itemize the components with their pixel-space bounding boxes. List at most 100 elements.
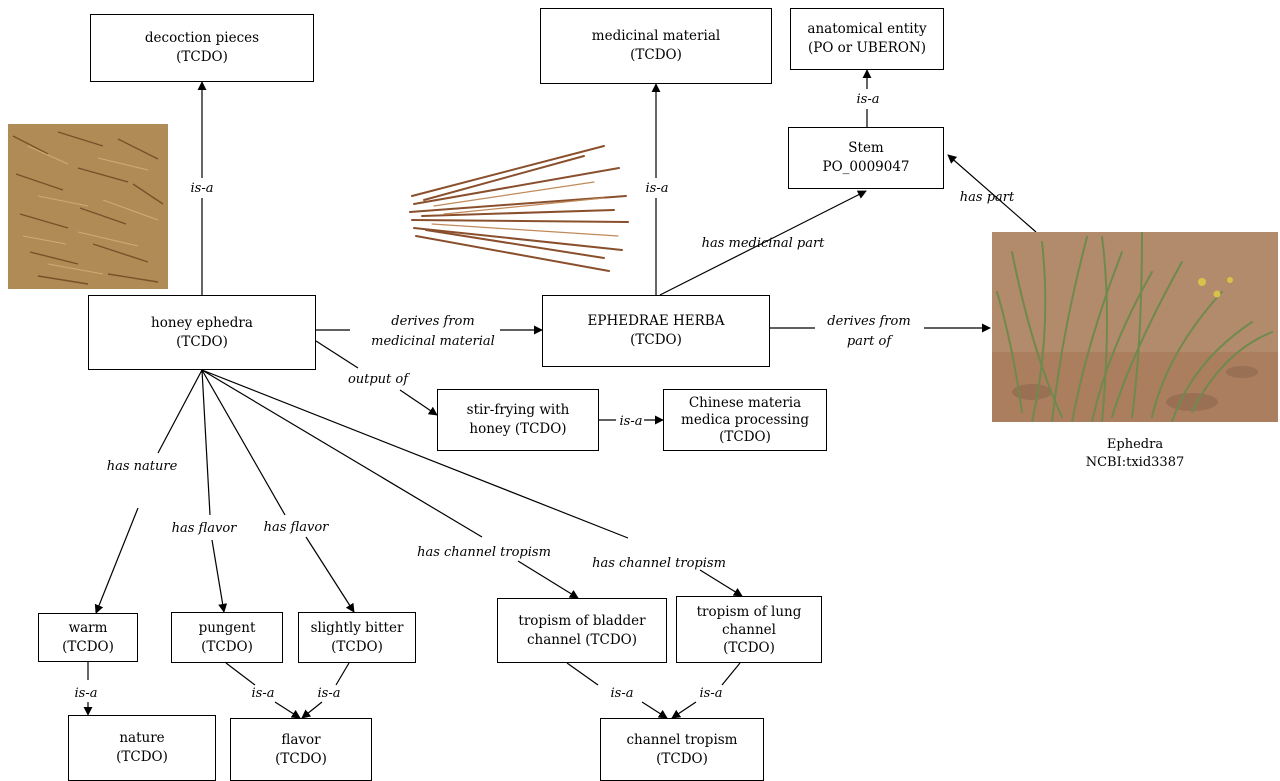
edge-pungent-is-a-flavor-a	[225, 662, 256, 686]
label-has-medicinal-part: has medicinal part	[702, 236, 826, 251]
node-pungent-source: (TCDO)	[201, 638, 253, 655]
edge-has-nature-warm-b	[94, 507, 139, 614]
node-stir-frying-line2: honey (TCDO)	[469, 421, 567, 437]
ephedrae-herba-photo	[404, 126, 634, 291]
node-pungent-title: pungent	[198, 619, 256, 636]
label-has-channel-tropism-2: has channel tropism	[592, 556, 726, 571]
edge-has-flavor-pungent-a	[201, 369, 211, 516]
node-stem-title: Stem	[848, 140, 884, 156]
node-channel-tropism-source: (TCDO)	[656, 750, 708, 767]
edge-pungent-is-a-flavor-b	[274, 701, 301, 719]
ephedra-caption: Ephedra NCBI:txid3387	[1065, 436, 1205, 472]
ephedra-caption-name: Ephedra	[1106, 437, 1164, 452]
node-anatomical-entity-source: (PO or UBERON)	[807, 40, 927, 56]
node-stir-frying-with-honey: stir-frying with honey (TCDO)	[437, 389, 599, 451]
node-medicinal-material: medicinal material (TCDO)	[540, 8, 772, 84]
label-is-a-anatomical: is-a	[857, 92, 880, 107]
ephedra-plant-photo	[992, 232, 1278, 422]
edge-has-channel-tropism-bladder-a	[201, 369, 483, 538]
edge-ephedra-has-part-stem	[947, 154, 1037, 233]
node-anatomical-entity: anatomical entity (PO or UBERON)	[790, 8, 944, 70]
label-is-a-medicinal: is-a	[646, 181, 669, 196]
node-decoction-pieces-title: decoction pieces	[144, 30, 260, 46]
edge-lung-is-a-channel-tropism-a	[721, 662, 741, 686]
edge-herba-has-medicinal-part-stem	[659, 190, 867, 296]
node-warm: warm (TCDO)	[38, 613, 138, 662]
edge-has-nature-warm-a	[157, 369, 203, 454]
node-flavor-title: flavor	[281, 731, 321, 748]
edge-bladder-is-a-channel-tropism-b	[641, 701, 668, 719]
label-is-a-bitter: is-a	[318, 686, 341, 701]
node-decoction-pieces: decoction pieces (TCDO)	[90, 14, 314, 82]
node-ephedrae-herba-source: (TCDO)	[630, 332, 682, 348]
node-tropism-bladder-line1: tropism of bladder	[518, 612, 646, 629]
ephedra-caption-taxid: NCBI:txid3387	[1085, 455, 1185, 470]
node-flavor: flavor (TCDO)	[230, 718, 372, 781]
node-cmm-processing-line1: Chinese materia	[688, 394, 802, 411]
label-derives-from-mm-2: medicinal material	[371, 334, 495, 349]
node-medicinal-material-title: medicinal material	[591, 28, 721, 44]
node-warm-source: (TCDO)	[62, 638, 114, 655]
edge-honey-output-of-stir-frying-a	[315, 340, 359, 369]
node-decoction-pieces-source: (TCDO)	[176, 49, 228, 65]
node-channel-tropism-title: channel tropism	[626, 731, 738, 748]
edge-has-flavor-bitter-a	[201, 369, 286, 516]
edge-has-channel-tropism-lung-a	[201, 369, 629, 539]
node-stem-id: PO_0009047	[822, 159, 910, 175]
node-nature-title: nature	[119, 730, 165, 746]
label-derives-from-po-1: derives from	[827, 314, 910, 329]
decoction-pieces-photo	[8, 124, 168, 289]
node-cmm-processing-line3: (TCDO)	[719, 428, 771, 445]
label-is-a-pungent: is-a	[252, 686, 275, 701]
edge-has-flavor-pungent-b	[211, 539, 228, 613]
edge-has-channel-tropism-bladder-b	[517, 560, 579, 599]
node-ephedrae-herba: EPHEDRAE HERBA (TCDO)	[542, 295, 770, 367]
edge-bitter-is-a-flavor-a	[335, 662, 350, 686]
node-ephedrae-herba-title: EPHEDRAE HERBA	[587, 313, 725, 329]
label-derives-from-mm-1: derives from	[391, 314, 474, 329]
node-slightly-bitter-title: slightly bitter	[310, 619, 404, 636]
label-is-a-warm: is-a	[75, 686, 98, 701]
edge-bitter-is-a-flavor-b	[301, 701, 323, 719]
label-has-part: has part	[960, 190, 1015, 205]
node-tropism-lung-line3: (TCDO)	[723, 639, 775, 656]
label-output-of: output of	[348, 372, 410, 387]
label-derives-from-po-2: part of	[847, 334, 893, 349]
node-medicinal-material-source: (TCDO)	[630, 47, 682, 63]
node-tropism-lung-line1: tropism of lung	[696, 603, 802, 620]
node-tropism-lung-line2: channel	[721, 621, 776, 638]
node-nature-source: (TCDO)	[116, 749, 168, 765]
label-is-a-processing: is-a	[620, 414, 643, 429]
label-has-nature: has nature	[107, 459, 178, 474]
node-flavor-source: (TCDO)	[275, 750, 327, 767]
label-is-a-lung: is-a	[700, 686, 723, 701]
node-honey-ephedra-source: (TCDO)	[176, 333, 228, 350]
label-has-channel-tropism-1: has channel tropism	[417, 545, 551, 560]
label-is-a-bladder: is-a	[611, 686, 634, 701]
node-slightly-bitter: slightly bitter (TCDO)	[298, 612, 416, 663]
node-slightly-bitter-source: (TCDO)	[331, 638, 383, 655]
label-has-flavor-2: has flavor	[264, 520, 330, 535]
edge-has-flavor-bitter-b	[305, 536, 355, 613]
edge-lung-is-a-channel-tropism-b	[671, 701, 697, 719]
node-nature: nature (TCDO)	[68, 715, 216, 781]
node-tropism-of-bladder-channel: tropism of bladder channel (TCDO)	[497, 598, 667, 663]
label-has-flavor-1: has flavor	[172, 521, 238, 536]
node-stir-frying-line1: stir-frying with	[466, 402, 570, 418]
node-tropism-bladder-line2: channel (TCDO)	[526, 631, 638, 648]
label-is-a-decoction: is-a	[191, 181, 214, 196]
edge-bladder-is-a-channel-tropism-a	[566, 662, 599, 686]
edge-honey-output-of-stir-frying-b	[399, 389, 438, 416]
node-pungent: pungent (TCDO)	[171, 612, 283, 663]
node-warm-title: warm	[68, 619, 108, 636]
node-honey-ephedra-title: honey ephedra	[151, 314, 253, 331]
node-cmm-processing-line2: medica processing	[681, 411, 809, 428]
node-channel-tropism: channel tropism (TCDO)	[600, 718, 764, 781]
node-anatomical-entity-title: anatomical entity	[807, 21, 927, 37]
edge-has-channel-tropism-lung-b	[699, 569, 743, 597]
node-honey-ephedra: honey ephedra (TCDO)	[88, 295, 316, 370]
